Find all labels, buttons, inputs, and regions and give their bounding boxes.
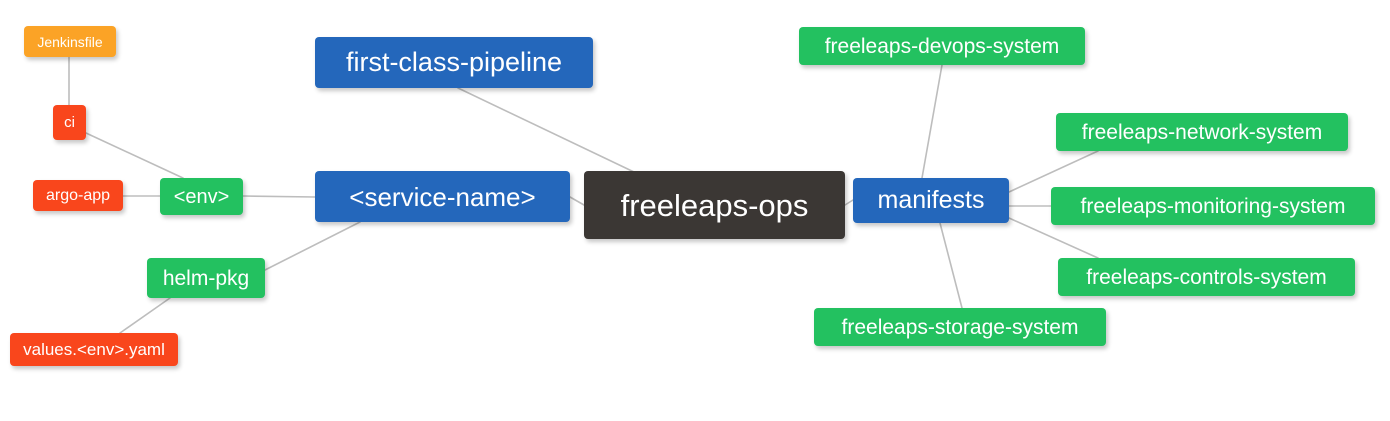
- edge-freeleaps-ops-to-first-class-pipeline: [457, 87, 635, 173]
- node-label-freeleaps-storage-system: freeleaps-storage-system: [841, 315, 1079, 339]
- node-label-freeleaps-ops: freeleaps-ops: [620, 187, 809, 223]
- edge-manifests-to-freeleaps-network-system: [1008, 150, 1099, 193]
- node-label-service-name: <service-name>: [349, 181, 536, 212]
- edge-freeleaps-ops-to-service-name: [569, 196, 585, 206]
- node-label-helm-pkg: helm-pkg: [162, 266, 250, 290]
- edge-service-name-to-env: [242, 195, 316, 198]
- node-label-ci: ci: [64, 114, 75, 131]
- node-jenkinsfile[interactable]: Jenkinsfile: [24, 26, 116, 57]
- node-label-manifests: manifests: [877, 186, 985, 214]
- node-helm-pkg[interactable]: helm-pkg: [147, 258, 265, 298]
- node-freeleaps-ops[interactable]: freeleaps-ops: [584, 171, 845, 239]
- node-freeleaps-monitoring-system[interactable]: freeleaps-monitoring-system: [1051, 187, 1375, 225]
- node-label-freeleaps-network-system: freeleaps-network-system: [1081, 120, 1323, 144]
- node-argo-app[interactable]: argo-app: [33, 180, 123, 211]
- node-first-class-pipeline[interactable]: first-class-pipeline: [315, 37, 593, 88]
- node-env[interactable]: <env>: [160, 178, 243, 215]
- edge-helm-pkg-to-values-env-yaml: [119, 297, 171, 334]
- node-label-env: <env>: [173, 185, 230, 208]
- node-label-values-env-yaml: values.<env>.yaml: [23, 340, 165, 359]
- edge-env-to-ci: [85, 132, 184, 179]
- node-freeleaps-controls-system[interactable]: freeleaps-controls-system: [1058, 258, 1355, 296]
- edge-manifests-to-freeleaps-storage-system: [939, 222, 963, 309]
- node-values-env-yaml[interactable]: values.<env>.yaml: [10, 333, 178, 366]
- node-ci[interactable]: ci: [53, 105, 86, 140]
- node-label-argo-app: argo-app: [45, 186, 111, 204]
- node-manifests[interactable]: manifests: [853, 178, 1009, 223]
- node-label-freeleaps-controls-system: freeleaps-controls-system: [1086, 265, 1327, 289]
- node-service-name[interactable]: <service-name>: [315, 171, 570, 222]
- node-label-freeleaps-monitoring-system: freeleaps-monitoring-system: [1080, 194, 1346, 218]
- node-label-jenkinsfile: Jenkinsfile: [37, 33, 103, 50]
- node-freeleaps-devops-system[interactable]: freeleaps-devops-system: [799, 27, 1085, 65]
- edge-manifests-to-freeleaps-devops-system: [921, 64, 943, 179]
- node-label-first-class-pipeline: first-class-pipeline: [345, 47, 563, 77]
- node-label-freeleaps-devops-system: freeleaps-devops-system: [824, 34, 1060, 58]
- edge-service-name-to-helm-pkg: [264, 221, 361, 271]
- edge-freeleaps-ops-to-manifests: [844, 199, 854, 206]
- node-freeleaps-network-system[interactable]: freeleaps-network-system: [1056, 113, 1348, 151]
- node-freeleaps-storage-system[interactable]: freeleaps-storage-system: [814, 308, 1106, 346]
